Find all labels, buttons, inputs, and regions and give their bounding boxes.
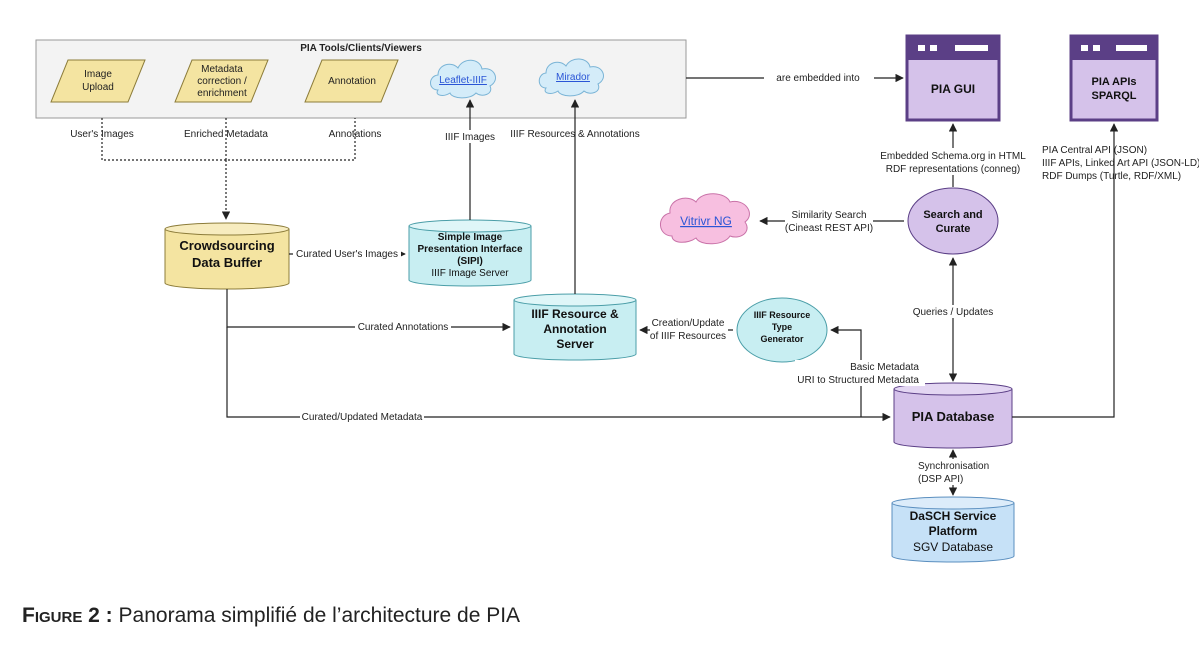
- tools-panel-title: PIA Tools/Clients/Viewers: [300, 43, 422, 54]
- iiif-server-line1: IIIF Resource &: [531, 307, 619, 321]
- label-curated-metadata: Curated/Updated Metadata: [302, 412, 423, 423]
- type-generator: IIIF Resource Type Generator: [736, 297, 828, 363]
- pia-gui-title: PIA GUI: [931, 82, 975, 96]
- pia-database-label: PIA Database: [912, 409, 995, 424]
- sipi-line3: (SIPI): [457, 256, 483, 267]
- edge-dotted-merge: [101, 118, 356, 161]
- iiif-annotation-server: IIIF Resource & Annotation Server: [513, 293, 637, 361]
- pia-apis-dot2: [1093, 45, 1100, 51]
- annotation-shape: [304, 59, 399, 103]
- dasch-line2: Platform: [929, 524, 978, 538]
- label-iiif-resources-annotations: IIIF Resources & Annotations: [510, 129, 640, 140]
- label-annotations: Annotations: [329, 129, 382, 140]
- figure-caption: Figure 2 : Panorama simplifié de l’archi…: [22, 604, 520, 628]
- metadata-correction-line2: correction /: [197, 76, 247, 87]
- type-generator-line3: Generator: [760, 334, 804, 344]
- dasch-line1: DaSCH Service: [910, 509, 997, 523]
- label-basic-metadata-2: URI to Structured Metadata: [797, 375, 919, 386]
- pia-gui-dot2: [930, 45, 937, 51]
- edge-curated-metadata: [226, 327, 891, 422]
- label-curated-annotations: Curated Annotations: [358, 322, 449, 333]
- mirador-cloud: [538, 58, 604, 97]
- dasch-line3: SGV Database: [913, 540, 993, 554]
- dasch-platform: DaSCH Service Platform SGV Database: [891, 496, 1015, 563]
- type-generator-line2: Type: [772, 322, 792, 332]
- label-curated-images: Curated User's Images: [296, 249, 398, 260]
- iiif-server-line2: Annotation: [543, 322, 606, 336]
- label-api-2: IIIF APIs, Linked Art API (JSON-LD): [1042, 158, 1199, 169]
- label-sync-1: Synchronisation: [918, 461, 989, 472]
- pia-apis-dot1: [1081, 45, 1088, 51]
- iiif-server-line3: Server: [556, 337, 594, 351]
- label-api-3: RDF Dumps (Turtle, RDF/XML): [1042, 171, 1181, 182]
- sipi-line2: Presentation Interface: [417, 244, 522, 255]
- label-similarity-1: Similarity Search: [791, 210, 866, 221]
- label-schema-2: RDF representations (conneg): [886, 164, 1021, 175]
- label-creation-update-2: of IIIF Resources: [650, 331, 726, 342]
- mirador-link[interactable]: Mirador: [556, 72, 591, 83]
- label-schema-1: Embedded Schema.org in HTML: [880, 151, 1026, 162]
- label-similarity-2: (Cineast REST API): [785, 223, 873, 234]
- pia-apis-line2: SPARQL: [1091, 90, 1136, 102]
- pia-gui-bar: [955, 45, 988, 51]
- architecture-diagram: PIA Tools/Clients/Viewers Image Upload M…: [35, 34, 1199, 563]
- pia-apis-bar: [1116, 45, 1147, 51]
- label-embedded: are embedded into: [776, 73, 860, 84]
- pia-gui-dot1: [918, 45, 925, 51]
- crowdsourcing-line1: Crowdsourcing: [179, 238, 274, 253]
- metadata-correction-line1: Metadata: [201, 64, 243, 75]
- sipi-line4: IIIF Image Server: [431, 268, 509, 279]
- sipi-line1: Simple Image: [438, 232, 503, 243]
- leaflet-cloud: [430, 59, 496, 99]
- label-iiif-images: IIIF Images: [445, 132, 495, 143]
- vitrivr-link[interactable]: Vitrivr NG: [680, 214, 732, 228]
- pia-apis-line1: PIA APIs: [1091, 76, 1136, 88]
- image-upload-shape: [50, 59, 146, 103]
- edge-basic-metadata: [830, 325, 862, 417]
- sipi-server: Simple Image Presentation Interface (SIP…: [408, 219, 532, 287]
- search-curate-line1: Search and: [923, 209, 982, 221]
- edge-apis: [1012, 123, 1119, 418]
- image-upload-line1: Image: [84, 69, 112, 80]
- label-api-1: PIA Central API (JSON): [1042, 145, 1147, 156]
- crowdsourcing-buffer: Crowdsourcing Data Buffer: [164, 222, 290, 290]
- label-queries: Queries / Updates: [913, 307, 994, 318]
- image-upload-line2: Upload: [82, 82, 114, 93]
- vitrivr-cloud: Vitrivr NG: [660, 193, 750, 245]
- tools-panel: PIA Tools/Clients/Viewers Image Upload M…: [35, 39, 687, 119]
- metadata-correction-line3: enrichment: [197, 88, 247, 99]
- label-sync-2: (DSP API): [918, 474, 963, 485]
- figure-text: Panorama simplifié de l’architecture de …: [118, 604, 521, 627]
- label-creation-update-1: Creation/Update: [652, 318, 725, 329]
- leaflet-link[interactable]: Leaflet-IIIF: [439, 75, 487, 86]
- pia-gui: PIA GUI: [905, 34, 1001, 122]
- annotation-label: Annotation: [328, 76, 376, 87]
- search-curate: Search and Curate: [907, 187, 999, 255]
- pia-apis: PIA APIs SPARQL: [1069, 34, 1159, 122]
- crowdsourcing-line2: Data Buffer: [192, 255, 262, 270]
- pia-database: PIA Database: [893, 382, 1013, 449]
- label-users-images: User's Images: [70, 129, 134, 140]
- metadata-correction-shape: [174, 59, 269, 103]
- label-basic-metadata-1: Basic Metadata: [850, 362, 919, 373]
- edge-labels: are embedded into User's Images Enriched…: [70, 71, 1199, 485]
- label-enriched-metadata: Enriched Metadata: [184, 129, 268, 140]
- figure-label: Figure 2 :: [22, 604, 113, 627]
- search-curate-line2: Curate: [936, 223, 971, 235]
- type-generator-line1: IIIF Resource: [754, 310, 811, 320]
